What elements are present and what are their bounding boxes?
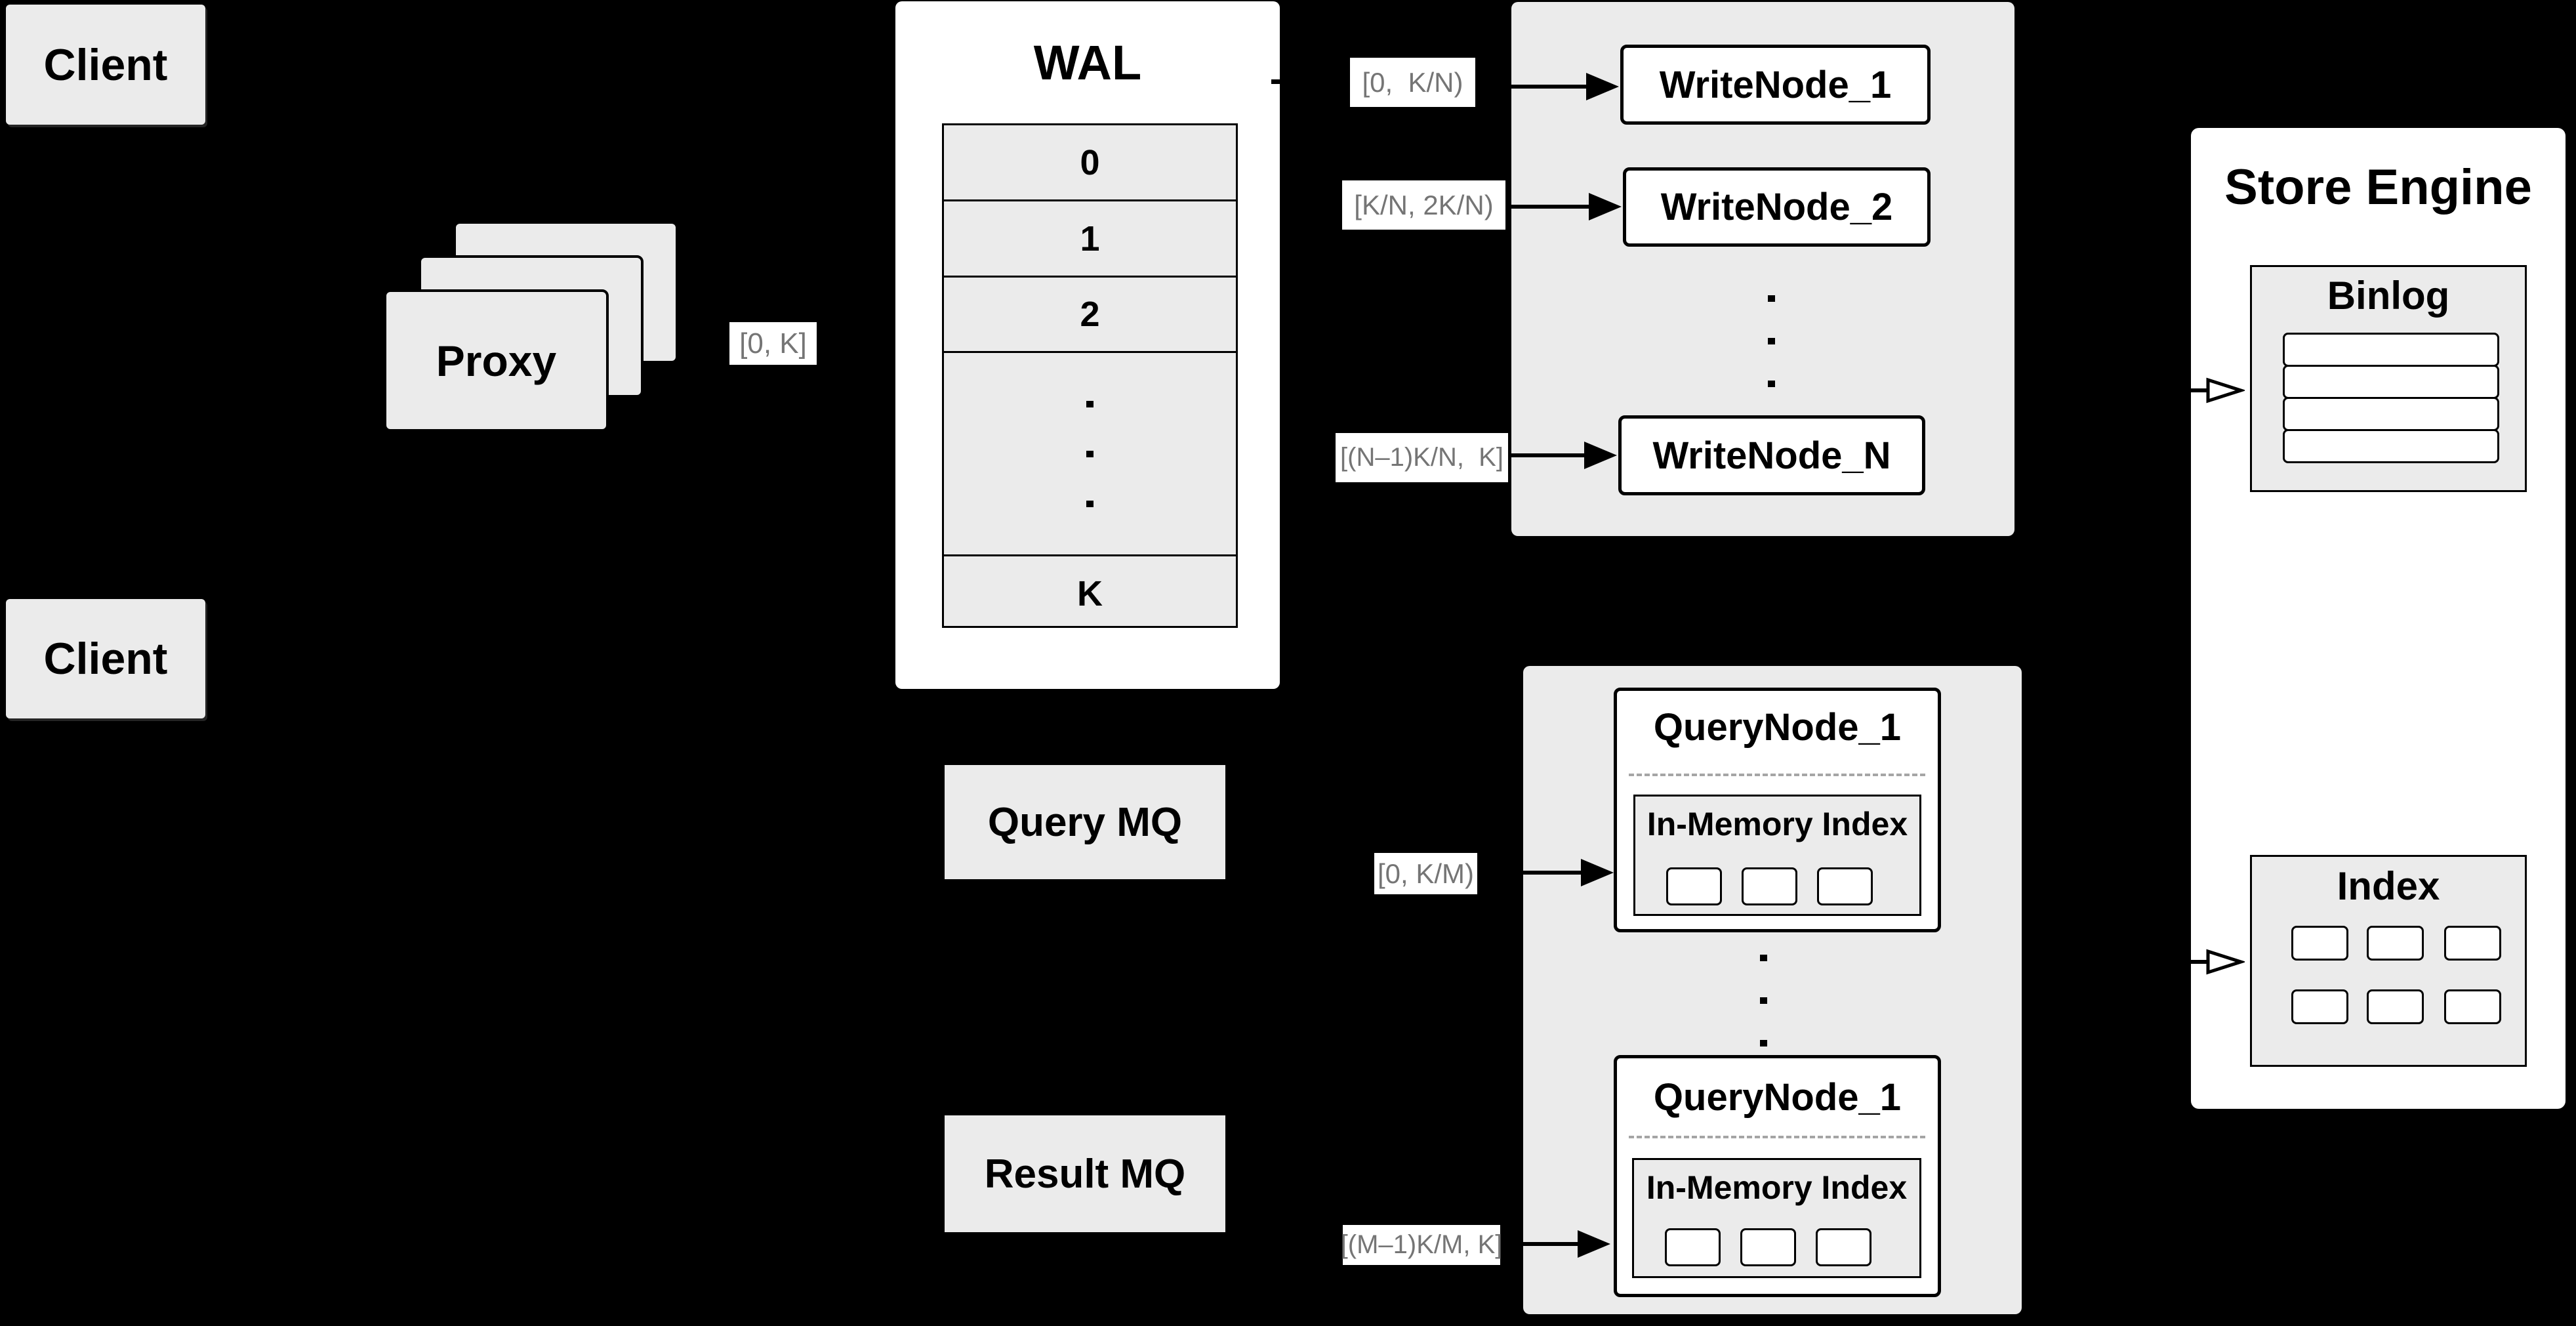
proxy-label: Proxy (436, 336, 557, 385)
in-memory-index-bottom: In-Memory Index (1632, 1158, 1921, 1278)
range-label-writenode-2: [K/N, 2K/N) (1342, 180, 1505, 230)
arrow-head-icon (1578, 1230, 1610, 1258)
querynode-top-title: QueryNode_1 (1653, 705, 1902, 749)
range-label-querynode-top: [0, K/M) (1374, 853, 1477, 894)
binlog-segment (2283, 365, 2499, 399)
binlog-segment (2283, 429, 2499, 463)
vertical-ellipsis-dot (1086, 500, 1094, 507)
binlog-segment (2283, 333, 2499, 367)
in-memory-index-top: In-Memory Index (1633, 795, 1921, 916)
vertical-ellipsis-dot (1760, 955, 1767, 961)
vertical-ellipsis-dot (1768, 381, 1775, 387)
wal-log-table: 0 1 2 K (942, 123, 1238, 628)
wal-row: 1 (944, 201, 1236, 278)
index-file-segment (2367, 989, 2424, 1024)
querynode-bottom: QueryNode_1 In-Memory Index (1614, 1055, 1941, 1297)
vertical-ellipsis-dot (1760, 1040, 1767, 1046)
binlog-title: Binlog (2327, 273, 2450, 318)
writenode-2-label: WriteNode_2 (1660, 186, 1893, 228)
arrow-line-to-querynode-top (1523, 871, 1581, 875)
store-engine-title: Store Engine (2224, 159, 2532, 215)
querynode-bottom-title: QueryNode_1 (1653, 1075, 1902, 1119)
binlog-segment (2283, 397, 2499, 431)
arrow-head-icon (1586, 73, 1619, 100)
vertical-ellipsis-dot (1086, 450, 1094, 457)
wal-row: 0 (944, 125, 1236, 201)
index-file-segment (2291, 989, 2348, 1024)
index-segment (1740, 1228, 1796, 1266)
arrow-head-icon (1584, 442, 1617, 469)
arrow-line-to-index (2191, 960, 2212, 964)
binlog-rows (2283, 333, 2499, 463)
writenode-1-label: WriteNode_1 (1659, 63, 1892, 106)
arrow-line-to-binlog (2191, 388, 2212, 392)
client-bottom-label: Client (43, 634, 168, 684)
query-mq-node: Query MQ (945, 765, 1225, 879)
wal-title: WAL (1033, 35, 1142, 90)
index-file-segment (2444, 989, 2501, 1024)
vertical-ellipsis (1768, 295, 1775, 387)
wal-row: 2 (944, 278, 1236, 353)
dashed-divider (1629, 774, 1925, 776)
arrow-line-to-writenode-1 (1511, 85, 1586, 89)
index-file-segment (2291, 926, 2348, 961)
wal-output-connector-stub (1271, 79, 1284, 84)
vertical-ellipsis-dot (1760, 997, 1767, 1004)
index-segment (1816, 1228, 1871, 1266)
result-mq-label: Result MQ (984, 1151, 1186, 1197)
index-segment (1817, 867, 1873, 905)
client-top-label: Client (43, 39, 168, 90)
index-segment (1666, 867, 1722, 905)
querynode-top: QueryNode_1 In-Memory Index (1614, 688, 1941, 932)
hollow-arrow-head-icon (2206, 377, 2245, 404)
vertical-ellipsis (1760, 955, 1767, 1046)
query-mq-label: Query MQ (987, 799, 1183, 845)
in-memory-index-top-title: In-Memory Index (1646, 806, 1908, 842)
writenode-n-label: WriteNode_N (1652, 434, 1891, 477)
arrow-head-icon (1589, 193, 1622, 220)
client-node-bottom: Client (6, 599, 205, 718)
wal-row-ellipsis (944, 353, 1236, 556)
hollow-arrow-head-icon (2206, 949, 2245, 975)
result-mq-node: Result MQ (945, 1115, 1225, 1232)
wal-row: K (1077, 573, 1103, 613)
arrow-head-icon (1581, 859, 1614, 886)
vertical-ellipsis-dot (1768, 338, 1775, 344)
arrow-line-to-writenode-n (1511, 453, 1584, 457)
index-segment (1742, 867, 1797, 905)
vertical-ellipsis-dot (1086, 400, 1094, 407)
range-label-writenode-n: [(N–1)K/N, K] (1336, 433, 1508, 482)
in-memory-index-bottom-title: In-Memory Index (1646, 1169, 1908, 1206)
arrow-line-to-querynode-bottom (1523, 1242, 1578, 1246)
writenode-1: WriteNode_1 (1620, 45, 1931, 125)
index-file-segment (2367, 926, 2424, 961)
range-label-proxy-wal: [0, K] (729, 322, 817, 365)
client-node-top: Client (6, 5, 205, 125)
dashed-divider (1629, 1136, 1925, 1138)
vertical-ellipsis-dot (1768, 295, 1775, 302)
range-label-querynode-bottom: [(M–1)K/M, K] (1341, 1225, 1502, 1265)
arrow-line-to-writenode-2 (1511, 205, 1589, 209)
index-box (2250, 855, 2527, 1067)
writenode-n: WriteNode_N (1618, 415, 1925, 495)
writenode-2: WriteNode_2 (1623, 167, 1931, 247)
index-file-segment (2444, 926, 2501, 961)
index-title: Index (2337, 863, 2440, 908)
index-segment (1665, 1228, 1721, 1266)
range-label-writenode-1: [0, K/N) (1350, 58, 1475, 107)
proxy-node: Proxy (384, 289, 609, 432)
